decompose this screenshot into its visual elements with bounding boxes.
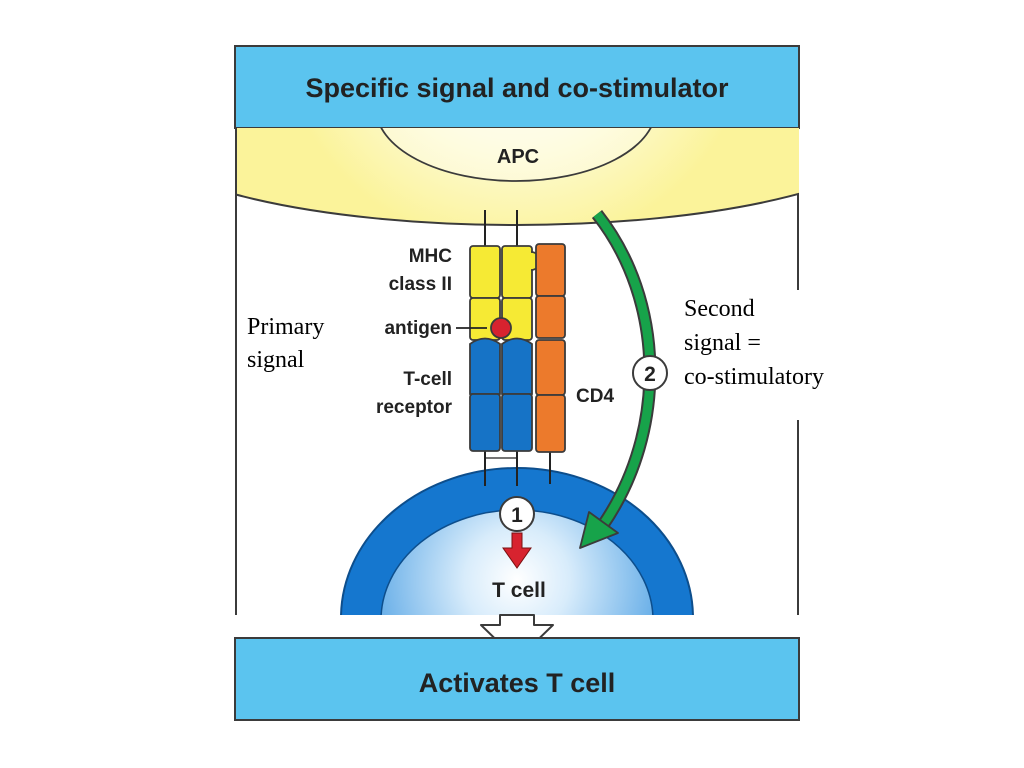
antigen-label: antigen <box>384 318 452 339</box>
mhc-label-line1: MHC <box>409 246 453 267</box>
signal-1-number: 1 <box>511 504 523 527</box>
signal-2-number: 2 <box>644 363 656 386</box>
mhc-label-line2: class II <box>389 274 452 295</box>
apc-label: APC <box>497 146 539 168</box>
tcr-label-line2: receptor <box>376 397 453 418</box>
cd4-domain <box>535 339 566 396</box>
second-signal-label-line1: Second <box>684 296 755 322</box>
tcr-domain <box>501 393 533 452</box>
mhc-domain <box>501 245 533 299</box>
second-signal-label-line3: co-stimulatory <box>684 364 824 390</box>
cd4-domain <box>535 394 566 453</box>
second-signal-arrowhead <box>579 511 619 549</box>
footer-bar <box>234 637 800 721</box>
header-bar <box>234 45 800 129</box>
cd4-domain <box>535 295 566 339</box>
signal-2-badge <box>632 355 668 391</box>
second-signal-label-line2: signal = <box>684 330 761 356</box>
tcr-domain <box>501 337 533 395</box>
header-title: Specific signal and co-stimulator <box>305 73 729 103</box>
antigen-dot <box>490 317 512 339</box>
cd4-label: CD4 <box>576 386 614 407</box>
footer-label: Activates T cell <box>419 668 616 698</box>
signal-1-badge <box>499 496 535 532</box>
tcr-domain <box>469 337 501 395</box>
primary-signal-arrow <box>502 532 532 569</box>
mhc-domain <box>469 245 501 299</box>
primary-signal-label-line1: Primary <box>247 314 324 340</box>
tcr-label-line1: T-cell <box>403 369 452 390</box>
apc-inner-arc <box>380 128 652 182</box>
t-cell-label: T cell <box>492 579 546 602</box>
cd4-domain <box>535 243 566 297</box>
tcr-domain <box>469 393 501 452</box>
primary-signal-label-line2: signal <box>247 347 305 373</box>
